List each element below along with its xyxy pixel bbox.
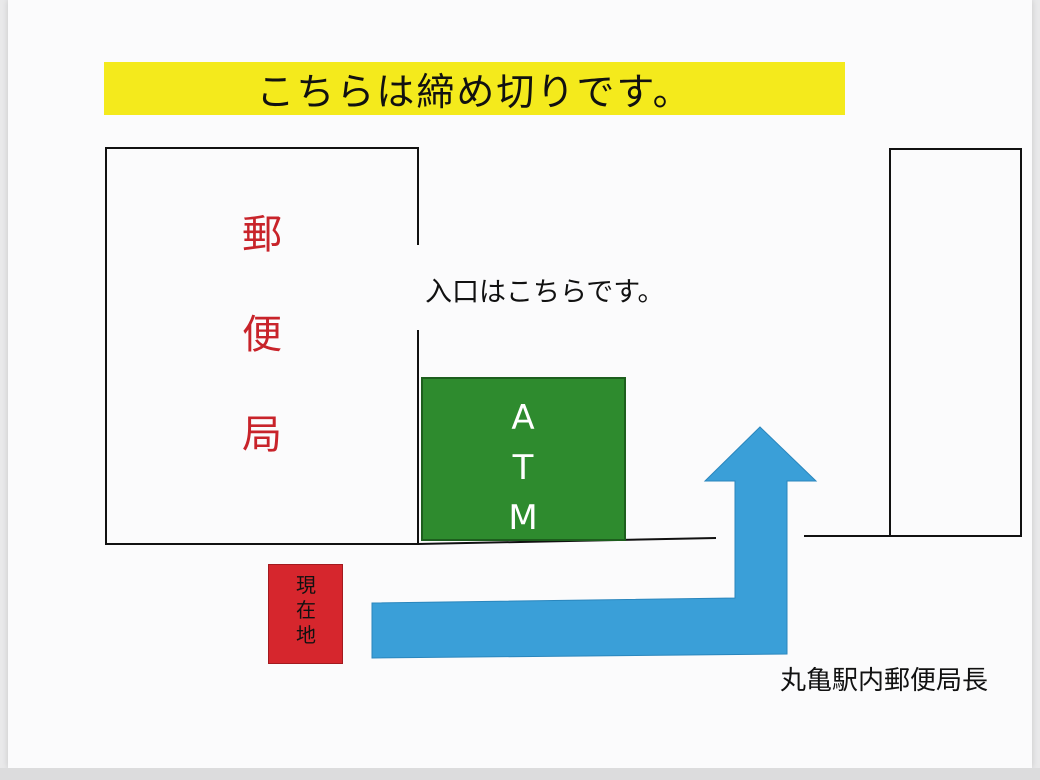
atm-char: A	[511, 398, 535, 438]
current-location-char: 現	[296, 573, 316, 597]
current-location-label: 現 在 地	[291, 574, 321, 646]
entrance-label: 入口はこちらです。	[425, 277, 665, 308]
current-location-marker: 現 在 地	[268, 564, 343, 664]
atm-label: A T M	[493, 401, 553, 535]
atm-char: M	[508, 498, 538, 538]
closed-notice-banner: こちらは締め切りです。	[104, 62, 845, 115]
closed-notice-text: こちらは締め切りです。	[256, 70, 693, 114]
post-office-label: 郵 便 局	[232, 215, 292, 455]
atm-char: T	[512, 448, 534, 488]
current-location-char: 在	[296, 598, 316, 622]
post-office-char: 局	[242, 412, 282, 458]
atm-area: A T M	[421, 377, 626, 541]
post-office-char: 郵	[242, 212, 282, 258]
building-front-line	[417, 537, 717, 545]
right-building-outline	[889, 148, 1022, 537]
post-office-char: 便	[242, 312, 282, 358]
current-location-char: 地	[296, 623, 316, 647]
author-label: 丸亀駅内郵便局長	[780, 666, 989, 696]
post-office-outline	[105, 147, 419, 545]
up-arrow-icon	[371, 426, 818, 659]
table-surface	[0, 768, 1040, 780]
